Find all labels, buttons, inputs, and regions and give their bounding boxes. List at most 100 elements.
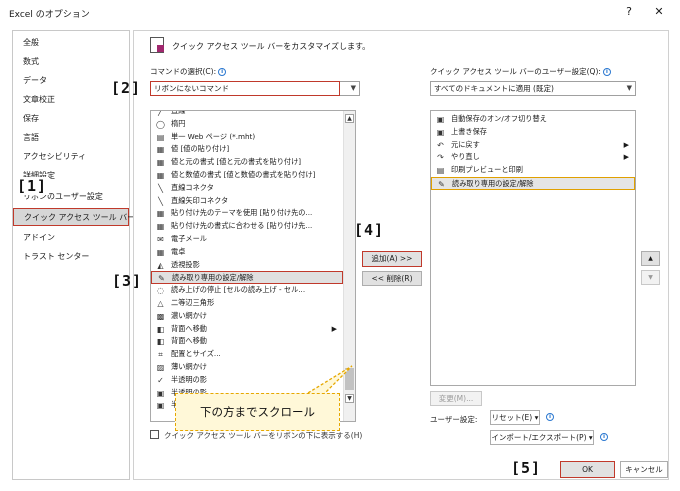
command-list-item[interactable]: ◌ 読み上げの停止 [セルの読み上げ - セル...: [151, 284, 343, 297]
sidebar-item-language[interactable]: 言語: [23, 133, 39, 142]
sidebar-item-customize-ribbon[interactable]: リボンのユーザー設定: [23, 192, 103, 201]
page-header: クイック アクセス ツール バーをカスタマイズします。: [172, 42, 371, 51]
command-list-item[interactable]: ▦電卓: [151, 246, 343, 259]
command-list-item[interactable]: ▣ 半透明の影: [151, 387, 343, 400]
scroll-thumb[interactable]: [345, 368, 354, 390]
command-list-item[interactable]: ▦ 値と元の書式 [値と元の書式を貼り付け]: [151, 156, 343, 169]
command-list-item-label: 直線コネクタ: [171, 182, 214, 192]
command-list-item[interactable]: ▦値 [値の貼り付け]: [151, 143, 343, 156]
step-marker-1: [1]: [15, 177, 50, 195]
command-icon: ▤: [436, 166, 445, 176]
qat-list-item-label: 印刷プレビューと印刷: [451, 165, 523, 175]
command-list-item[interactable]: ◧背面へ移動▶: [151, 323, 343, 336]
command-icon: ▣: [156, 388, 165, 398]
command-list-item-label: 貼り付け先のテーマを使用 [貼り付け先の...: [171, 208, 313, 218]
scroll-hint-callout: 下の方までスクロール: [175, 393, 340, 431]
qat-list-item[interactable]: ▣自動保存のオン/オフ切り替え: [431, 113, 635, 126]
command-list-item[interactable]: ⌗配置とサイズ...: [151, 348, 343, 361]
help-button[interactable]: ?: [626, 5, 632, 18]
chevron-down-icon: ▼: [350, 84, 356, 92]
command-list-item-label: 背面へ移動: [171, 336, 207, 346]
qat-select[interactable]: すべてのドキュメントに適用 (既定)▼: [430, 81, 636, 96]
qat-list-item[interactable]: ▤ 印刷プレビューと印刷: [431, 164, 635, 177]
sidebar-item-formulas[interactable]: 数式: [23, 57, 39, 66]
command-list-item[interactable]: ✎読み取り専用の設定/解除: [151, 271, 343, 285]
scroll-up-icon[interactable]: ▲: [345, 114, 354, 123]
commands-scrollbar[interactable]: ▲ ▼: [343, 111, 355, 421]
sidebar-item-general[interactable]: 全般: [23, 38, 39, 47]
command-list-item-label: 背面へ移動: [171, 323, 207, 333]
command-list-item[interactable]: △二等辺三角形: [151, 297, 343, 310]
command-icon: ╱: [158, 110, 163, 116]
command-icon: ▣: [436, 127, 445, 137]
ok-button[interactable]: OK: [560, 461, 615, 478]
command-icon: ◯: [156, 119, 165, 129]
cancel-button[interactable]: キャンセル: [620, 461, 668, 478]
import-export-button[interactable]: インポート/エクスポート(P) ▾: [490, 430, 594, 445]
qat-list-item[interactable]: ▣上書き保存: [431, 126, 635, 139]
command-list-item[interactable]: ▦値と数値の書式 [値と数値の書式を貼り付け]: [151, 169, 343, 182]
commands-list[interactable]: ╱直線◯楕円▤単一 Web ページ (*.mht)▦値 [値の貼り付け]▦値と元…: [150, 110, 356, 422]
command-list-item-label: 配置とサイズ...: [171, 349, 221, 359]
close-button[interactable]: ✕: [654, 5, 664, 18]
command-list-item[interactable]: ▤単一 Web ページ (*.mht): [151, 131, 343, 144]
qat-customize-icon: [150, 37, 164, 53]
sidebar-item-proofing[interactable]: 文章校正: [23, 95, 55, 104]
commands-select-value: リボンにないコマンド: [154, 84, 229, 93]
command-list-item[interactable]: ╱直線: [151, 110, 343, 118]
triangle-down-icon: ▼: [648, 274, 653, 281]
qat-list-item-label: 読み取り専用の設定/解除: [452, 179, 534, 188]
command-list-item[interactable]: ╲直線矢印コネクタ: [151, 195, 343, 208]
remove-button[interactable]: << 削除(R): [362, 271, 422, 286]
show-below-checkbox[interactable]: [150, 430, 159, 439]
reset-button[interactable]: リセット(E) ▾: [490, 410, 540, 425]
qat-list-item[interactable]: ↶元に戻す▶: [431, 139, 635, 152]
command-list-item-label: 読み上げの停止 [セルの読み上げ - セル...: [171, 285, 306, 295]
command-list-item-label: 半透明の影: [171, 388, 207, 397]
commands-select[interactable]: リボンにないコマンド: [150, 81, 340, 96]
command-icon: △: [157, 299, 164, 308]
modify-button[interactable]: 変更(M)...: [430, 391, 482, 406]
sidebar-item-addins[interactable]: アドイン: [23, 233, 55, 242]
command-list-item-label: 直線矢印コネクタ: [171, 195, 229, 205]
command-list-item[interactable]: ▨薄い網かけ: [151, 361, 343, 374]
commands-select-arrow[interactable]: ▼: [340, 81, 360, 96]
move-down-button[interactable]: ▼: [641, 270, 660, 285]
command-list-item[interactable]: ▩濃い網かけ: [151, 310, 343, 323]
sidebar-item-quick-access-toolbar[interactable]: クイック アクセス ツール バー: [13, 208, 135, 226]
add-button[interactable]: 追加(A) >>: [362, 251, 422, 267]
command-list-item[interactable]: ◭透視投影: [151, 259, 343, 272]
command-list-item-label: 透視投影: [171, 259, 200, 269]
qat-list-item[interactable]: ✎読み取り専用の設定/解除: [431, 177, 635, 190]
command-list-item[interactable]: ◯楕円: [151, 118, 343, 131]
command-list-item-label: 値と元の書式 [値と元の書式を貼り付け]: [171, 157, 302, 167]
command-icon: ◌: [157, 286, 164, 296]
qat-list-item[interactable]: ↷やり直し▶: [431, 151, 635, 164]
scroll-down-icon[interactable]: ▼: [345, 394, 354, 403]
command-list-item[interactable]: ▦貼り付け先のテーマを使用 [貼り付け先の...: [151, 207, 343, 220]
command-list-item[interactable]: ✉電子メール: [151, 233, 343, 246]
command-icon: ╲: [158, 183, 163, 193]
command-list-item-label: 読み取り専用の設定/解除: [172, 273, 254, 283]
command-icon: ▦: [156, 247, 165, 257]
sidebar-item-accessibility[interactable]: アクセシビリティ: [23, 152, 87, 161]
title-bar: Excel のオプション ? ✕: [0, 0, 680, 24]
step-marker-5: [5]: [511, 459, 542, 477]
triangle-up-icon: ▲: [648, 255, 653, 262]
command-list-item-label: 値 [値の貼り付け]: [171, 144, 230, 154]
qat-list[interactable]: ▣自動保存のオン/オフ切り替え▣上書き保存↶元に戻す▶↷やり直し▶ ▤ 印刷プレビュ…: [430, 110, 636, 386]
command-list-item[interactable]: ▦貼り付け先の書式に合わせる [貼り付け先...: [151, 220, 343, 233]
move-up-button[interactable]: ▲: [641, 251, 660, 266]
sidebar-item-trust-center[interactable]: トラスト センター: [23, 252, 90, 261]
sidebar-item-data[interactable]: データ: [23, 76, 47, 85]
command-list-item[interactable]: ✓半透明の影: [151, 374, 343, 387]
sidebar-item-save[interactable]: 保存: [23, 114, 39, 123]
submenu-arrow-icon: ▶: [623, 153, 629, 162]
command-list-item-label: 電子メール: [171, 234, 207, 243]
command-list-item[interactable]: ◧背面へ移動: [151, 335, 343, 348]
command-icon: ▦: [156, 158, 165, 168]
info-icon: i: [600, 433, 608, 441]
sidebar-item-advanced[interactable]: 詳細設定: [23, 171, 55, 180]
command-list-item[interactable]: ╲ 直線コネクタ: [151, 182, 343, 195]
callout-pointer: [300, 365, 353, 397]
